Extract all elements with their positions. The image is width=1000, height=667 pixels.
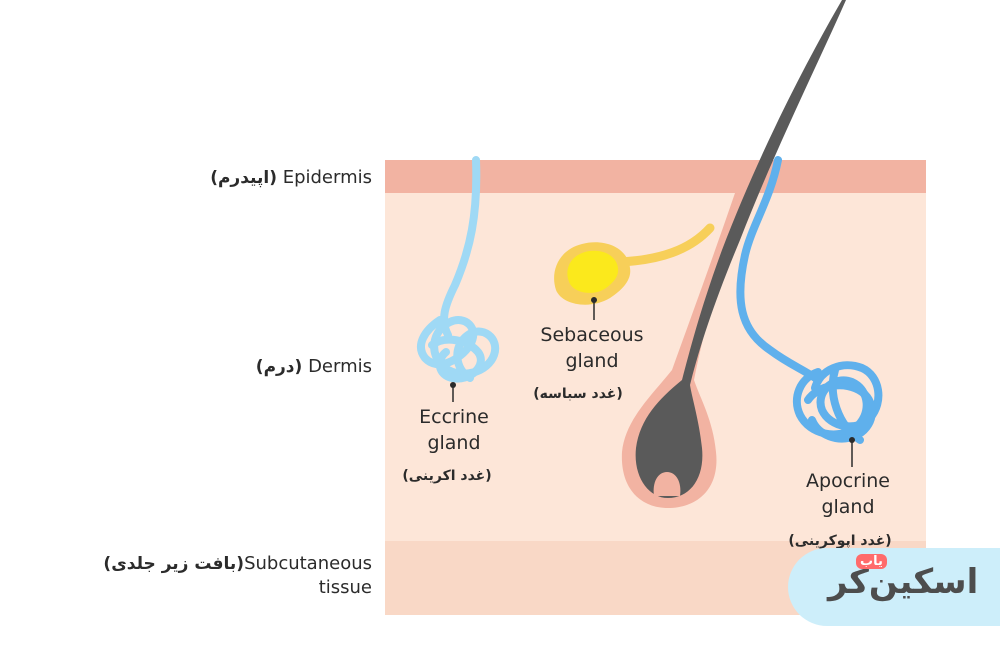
epidermis-label-fa: (اپیدرم) [210, 168, 277, 188]
eccrine-label-fa: (غدد اکرینی) [402, 468, 492, 484]
sebaceous-label-fa: (غدد سباسه) [533, 386, 623, 402]
dermis-label: (درم) Dermis [256, 355, 372, 379]
apocrine-label-fa: (غدد اپوکرینی) [788, 533, 892, 549]
hair-shaft [635, 0, 846, 498]
eccrine-label-line2: gland [427, 432, 481, 454]
sebaceous-duct [615, 223, 715, 267]
apocrine-coil [792, 361, 883, 444]
apocrine-dot [849, 437, 855, 443]
sebaceous-label-line2: gland [565, 350, 619, 372]
apocrine-label-line2: gland [821, 496, 875, 518]
epidermis-label: (اپیدرم) Epidermis [210, 166, 372, 190]
watermark-text: اسکین‌کر [828, 562, 979, 602]
subcutaneous-label: (بافت زیر جلدی)Subcutaneous tissue [103, 552, 372, 600]
eccrine-label-line1: Eccrine [419, 406, 489, 428]
epidermis-layer [385, 160, 926, 193]
subcutaneous-label-en-line1: Subcutaneous [244, 553, 372, 574]
apocrine-label: Apocrine gland [792, 468, 904, 520]
apocrine-duct [736, 156, 822, 384]
apocrine-label-line1: Apocrine [806, 470, 890, 492]
eccrine-dot [450, 382, 456, 388]
subcutaneous-label-fa: (بافت زیر جلدی) [103, 554, 245, 574]
eccrine-coil [417, 316, 500, 383]
watermark-background [788, 548, 1000, 626]
epidermis-label-en: Epidermis [282, 167, 372, 188]
dermis-label-en: Dermis [308, 356, 372, 377]
dermis-label-fa: (درم) [255, 357, 303, 377]
watermark-badge: یاب [856, 554, 887, 569]
eccrine-label: Eccrine gland [406, 404, 502, 456]
eccrine-duct [440, 156, 481, 339]
sebaceous-label-line1: Sebaceous [540, 324, 644, 346]
sebaceous-dot [591, 297, 597, 303]
sebaceous-label: Sebaceous gland [530, 322, 654, 374]
site-logo-watermark: اسکین‌کر یاب [788, 548, 1000, 626]
sebaceous-core [567, 250, 619, 293]
dermal-papilla [653, 472, 681, 496]
subcutaneous-label-en-line2: tissue [318, 577, 372, 598]
